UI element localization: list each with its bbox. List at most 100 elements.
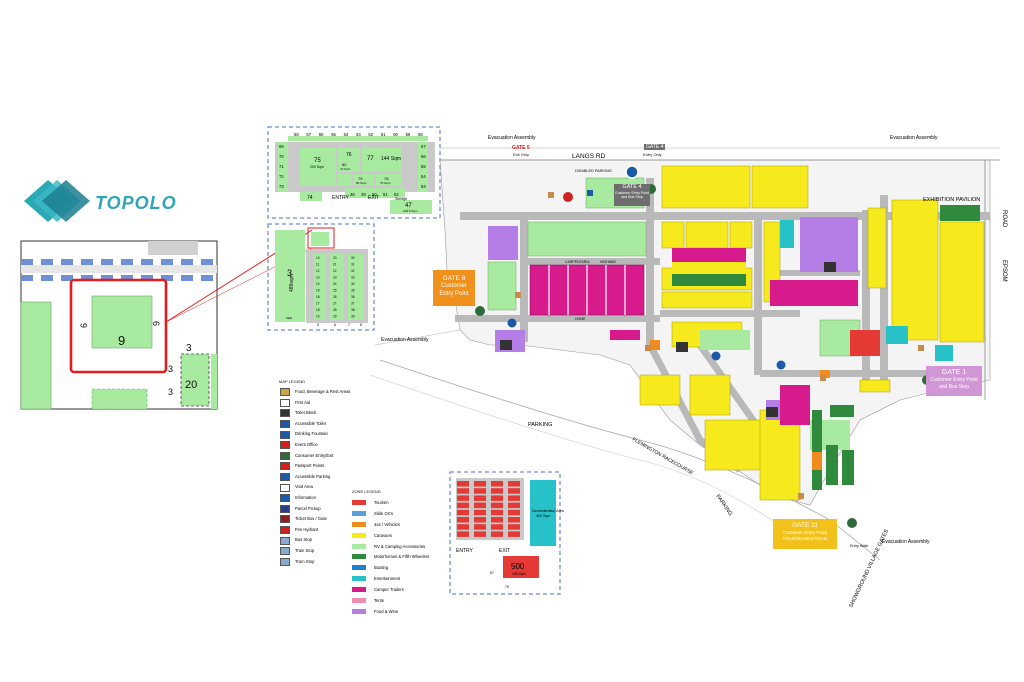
gate4-box: GATE 4 Customer Entry Point and Bus Stop <box>614 184 650 206</box>
road-flemington: FLEMINGTON RACECOURSE <box>631 437 695 477</box>
entry-walk-label: Entry Walk <box>850 544 868 548</box>
tourism-plot <box>491 481 503 487</box>
tourism-plot <box>474 495 486 501</box>
inset-mid-plot-label: 13 <box>316 276 320 280</box>
evac-top-right: Evacuation Assembly <box>890 135 938 141</box>
map-legend-label: Train Stop <box>295 547 315 553</box>
inset-plot-79: 79 <box>358 176 363 181</box>
legend-symbol-icon <box>280 462 290 471</box>
inset-left-plot-label: 72 <box>279 174 284 179</box>
toilet-icon <box>500 340 512 350</box>
legend-symbol-icon <box>280 409 290 418</box>
map-legend-label: Toilet Block <box>295 410 317 416</box>
legend-symbol-icon <box>280 398 290 407</box>
gate4-top-title: GATE 4 <box>644 144 666 150</box>
inset-top-plot-label: 58 <box>418 132 423 137</box>
inset-plot-47-size: 108.5 Sqm <box>403 209 418 213</box>
inset-mid-plot-label: 11 <box>316 263 320 267</box>
legend-symbol-icon <box>280 483 290 492</box>
tourism-plot <box>491 517 503 523</box>
event-office-icon <box>563 192 573 202</box>
inset-top: 75 200 Sqm 76 77 144 Sqm 80 72 Sqm 79 80… <box>267 126 441 219</box>
zone-legend-item: Food & Wine <box>352 606 429 617</box>
inset-plot-76: 76 <box>346 152 352 158</box>
disabled-parking-label: DISABLED PARKING <box>575 169 612 173</box>
tourism-plot <box>474 524 486 530</box>
inset-top-plot-label: 59 <box>406 132 411 137</box>
map-legend-label: Parcel Pickup <box>295 505 321 511</box>
inset-mid-plot-label: 19 <box>316 315 320 319</box>
inset-plot-78: 78 <box>384 176 389 181</box>
zoom-inset: 9 6 6 3 20 3 3 <box>20 229 313 410</box>
gate1-box: GATE 1 Customer Entry Point and Bus Stop <box>926 366 982 396</box>
evac-left-1: Evacuation Assembly <box>381 337 429 343</box>
zone-swatch <box>352 554 366 560</box>
map-legend-label: Passport Points <box>295 463 325 469</box>
inset-mid-plot-label: 32 <box>351 269 355 273</box>
inset-demo: Demonstration Area <box>532 509 564 513</box>
gate5-title: GATE 5 <box>512 145 530 151</box>
map-legend-item: Void Area <box>280 482 350 493</box>
map-legend-item: Accessible Parking <box>280 472 350 483</box>
zone-legend-item: RV & Camping Accessories <box>352 541 429 552</box>
tourism-plot <box>491 502 503 509</box>
inset-mid-6: 6 <box>334 323 336 327</box>
inset-plot-78-size: 75 Sqm <box>380 181 391 185</box>
inset-plot-74: 74 <box>307 195 313 201</box>
inset-top-plot-label: 64 <box>344 132 349 137</box>
inset-mid-plot-label: 33 <box>351 276 355 280</box>
inset-left-plot-label: 70 <box>279 154 284 159</box>
gate8-box: GATE 8 Customer Entry Point <box>433 270 475 306</box>
inset-mid-plot-label: 18 <box>316 308 320 312</box>
road-highway: HIGHWAY <box>600 260 617 264</box>
toilet-icon <box>766 407 778 417</box>
gate11-box: GATE 11 Customer Entry Point TRAIN/BUSES… <box>773 519 837 549</box>
zoom-side-3-b: 3 <box>168 387 173 397</box>
zone-legend-label: Tents <box>374 597 385 603</box>
information-icon <box>776 360 786 370</box>
inset-top-plot-label: 67 <box>306 132 311 137</box>
inset-plot-79-size: 80 Sqm <box>356 181 367 185</box>
gate4-top-sub: Entry Only <box>643 152 662 157</box>
inset-left-plot-label: 69 <box>279 144 284 149</box>
zoom-side-6-left: 6 <box>79 323 89 328</box>
legend-symbol-icon <box>280 473 290 482</box>
topolo-logo: TOPOLO <box>24 180 176 222</box>
toilet-icon <box>676 342 688 352</box>
inset-bottom-plot-label: 46 <box>350 192 355 197</box>
ticket-box-icon <box>515 292 521 298</box>
map-legend-item: Drinking Fountain <box>280 429 350 440</box>
map-legend-item: Information <box>280 493 350 504</box>
tourism-plot <box>457 502 469 509</box>
inset-plot-3-size: 489sqm <box>289 274 295 292</box>
map-legend-item: Passport Points <box>280 461 350 472</box>
inset-mid-plot-label: 34 <box>351 282 355 286</box>
zone-legend-item: Tents <box>352 595 429 606</box>
inset-bottom-plot-label: 51 <box>383 192 388 197</box>
inset-right-plot-label: 57 <box>421 144 426 149</box>
gate8-sub: Customer Entry Point <box>439 283 469 297</box>
zone-legend-item: Boating <box>352 562 429 573</box>
map-legend-label: Consumer Entry/Exit <box>295 452 334 458</box>
tourism-plot <box>474 488 486 494</box>
zone-legend-item: Tourism <box>352 497 429 508</box>
road-parking-diag: PARKING <box>714 494 733 517</box>
inset-mid-plot-label: 30 <box>351 256 355 260</box>
inset-plot-80: 80 <box>342 162 347 167</box>
inset-top-plot-label: 66 <box>319 132 324 137</box>
inset-mid-plot-label: 36 <box>351 295 355 299</box>
gate4-sub: Customer Entry Point and Bus Stop <box>614 191 650 200</box>
map-legend-label: Fire Hydrant <box>295 526 319 532</box>
inset-right-plot-label: 56 <box>421 154 426 159</box>
zone-legend-label: Slide On's <box>374 510 393 516</box>
inset-mid-plots: 1011121314151617181920212223242526272829… <box>316 256 355 319</box>
tourism-plot <box>491 531 503 537</box>
tourism-plot <box>457 495 469 501</box>
tourism-plot <box>474 481 486 487</box>
inset-mid-plot-label: 27 <box>333 302 337 306</box>
zone-swatch <box>352 532 366 538</box>
inset-mid-plot-label: 22 <box>333 269 337 273</box>
legend-symbol-icon <box>280 430 290 439</box>
tourism-plot <box>457 509 469 516</box>
